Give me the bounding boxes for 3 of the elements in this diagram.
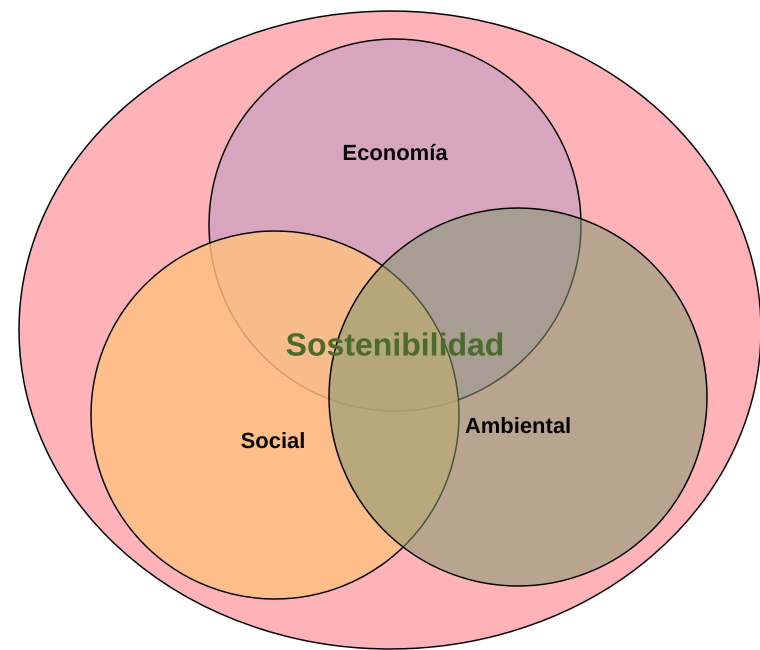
circle-label: Ambiental — [464, 413, 572, 439]
circle-label: Economía — [342, 140, 448, 166]
circle-label: Social — [240, 428, 306, 454]
